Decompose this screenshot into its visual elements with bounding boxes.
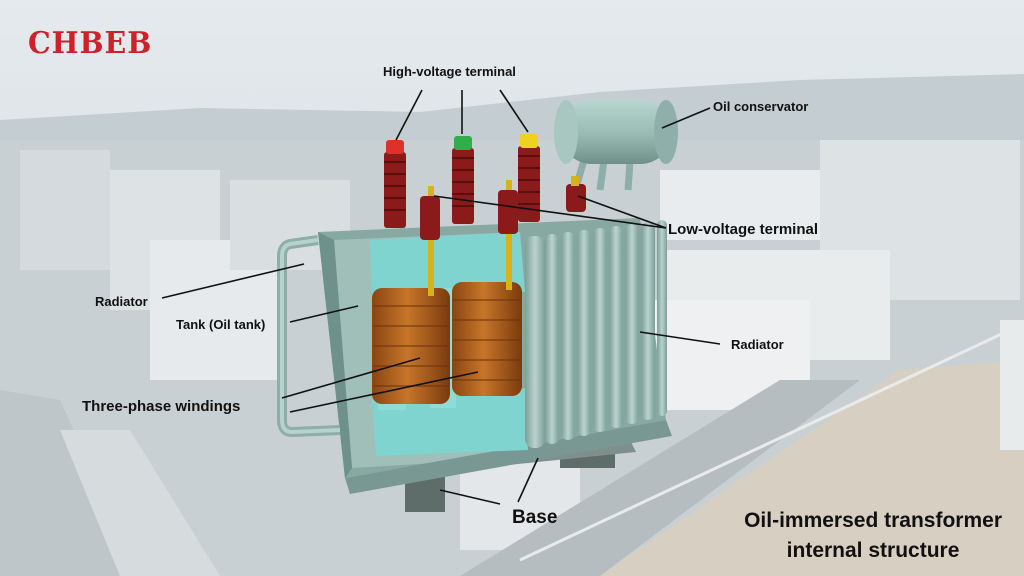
label-oil-conservator: Oil conservator [713,99,809,114]
diagram-caption: Oil-immersed transformer internal struct… [744,506,1002,566]
label-radiator-right: Radiator [731,337,784,352]
label-high-voltage-terminal: High-voltage terminal [383,64,516,79]
label-three-phase-windings: Three-phase windings [82,398,241,415]
label-tank: Tank (Oil tank) [176,317,266,332]
radiator-left [277,235,341,438]
leader-lines [161,89,721,505]
hv-bushing-1 [384,140,406,228]
hv-bushing-2 [452,136,474,224]
label-base: Base [512,507,558,528]
windings [372,282,522,404]
caption-line-2: internal structure [786,539,960,562]
label-low-voltage-terminal: Low-voltage terminal [668,221,819,238]
radiator-right [525,220,667,448]
caption-line-1: Oil-immersed transformer [744,509,1002,532]
label-radiator-left: Radiator [95,294,148,309]
lv-bushings [420,176,586,296]
brand-logo: CHBEB [28,26,153,61]
oil-conservator [554,100,678,209]
hv-bushing-3 [518,134,540,222]
